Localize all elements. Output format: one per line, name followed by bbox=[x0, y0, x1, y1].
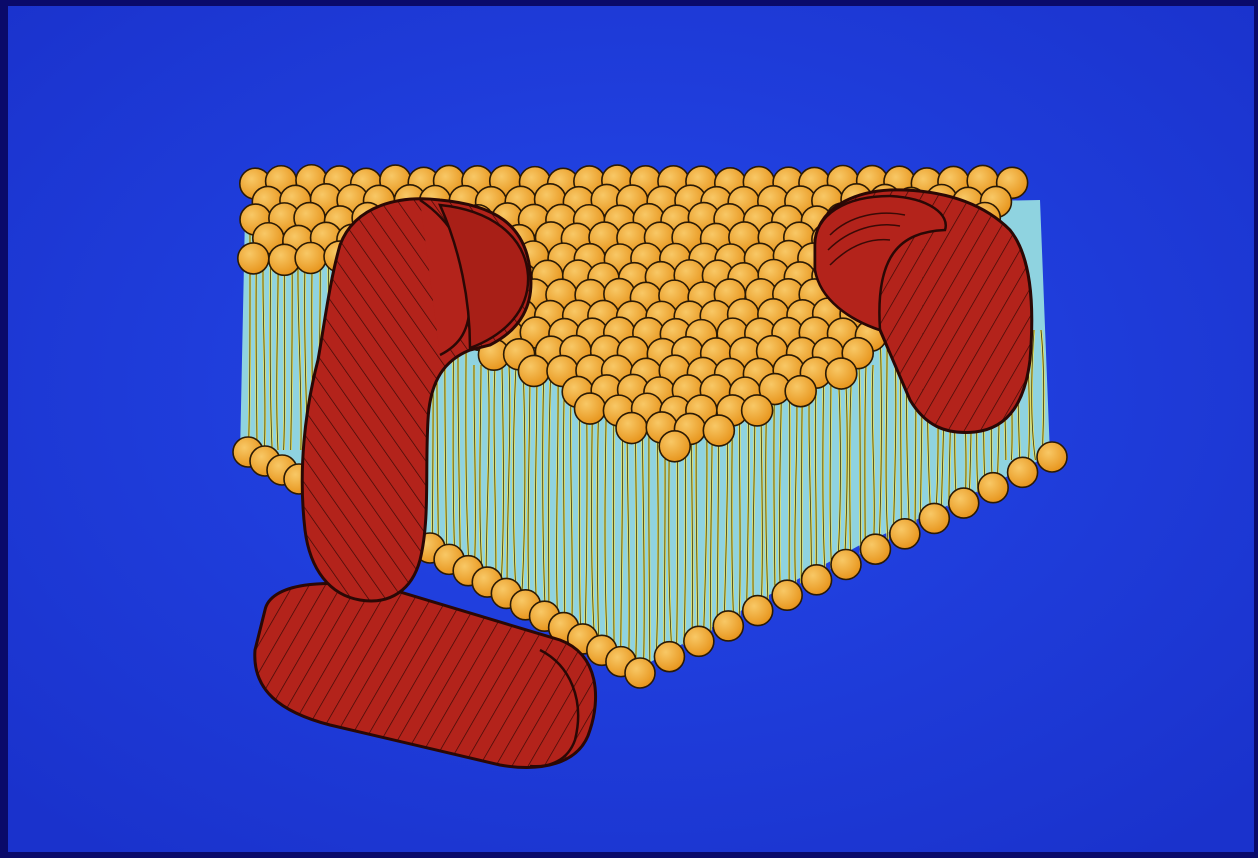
lipid-head bbox=[1037, 442, 1067, 472]
lipid-head bbox=[890, 519, 920, 549]
lipid-head bbox=[713, 611, 743, 641]
lipid-head bbox=[742, 395, 773, 426]
lipid-head bbox=[625, 658, 655, 688]
lipid-head bbox=[659, 431, 690, 462]
lipid-head bbox=[802, 565, 832, 595]
lipid-head bbox=[978, 473, 1008, 503]
lipid-head bbox=[238, 243, 269, 274]
lipid-head bbox=[574, 393, 605, 424]
lipid-head bbox=[860, 534, 890, 564]
lipid-head bbox=[1008, 457, 1038, 487]
lipid-head bbox=[772, 580, 802, 610]
lipid-head bbox=[616, 413, 647, 444]
lipid-head bbox=[518, 355, 549, 386]
lipid-head bbox=[295, 243, 326, 274]
lipid-head bbox=[949, 488, 979, 518]
lipid-head bbox=[654, 642, 684, 672]
lipid-head bbox=[919, 503, 949, 533]
lipid-head bbox=[703, 415, 734, 446]
lipid-head bbox=[826, 358, 857, 389]
lipid-head bbox=[785, 376, 816, 407]
lipid-head bbox=[684, 626, 714, 656]
lipid-head bbox=[743, 596, 773, 626]
lipid-head bbox=[831, 550, 861, 580]
